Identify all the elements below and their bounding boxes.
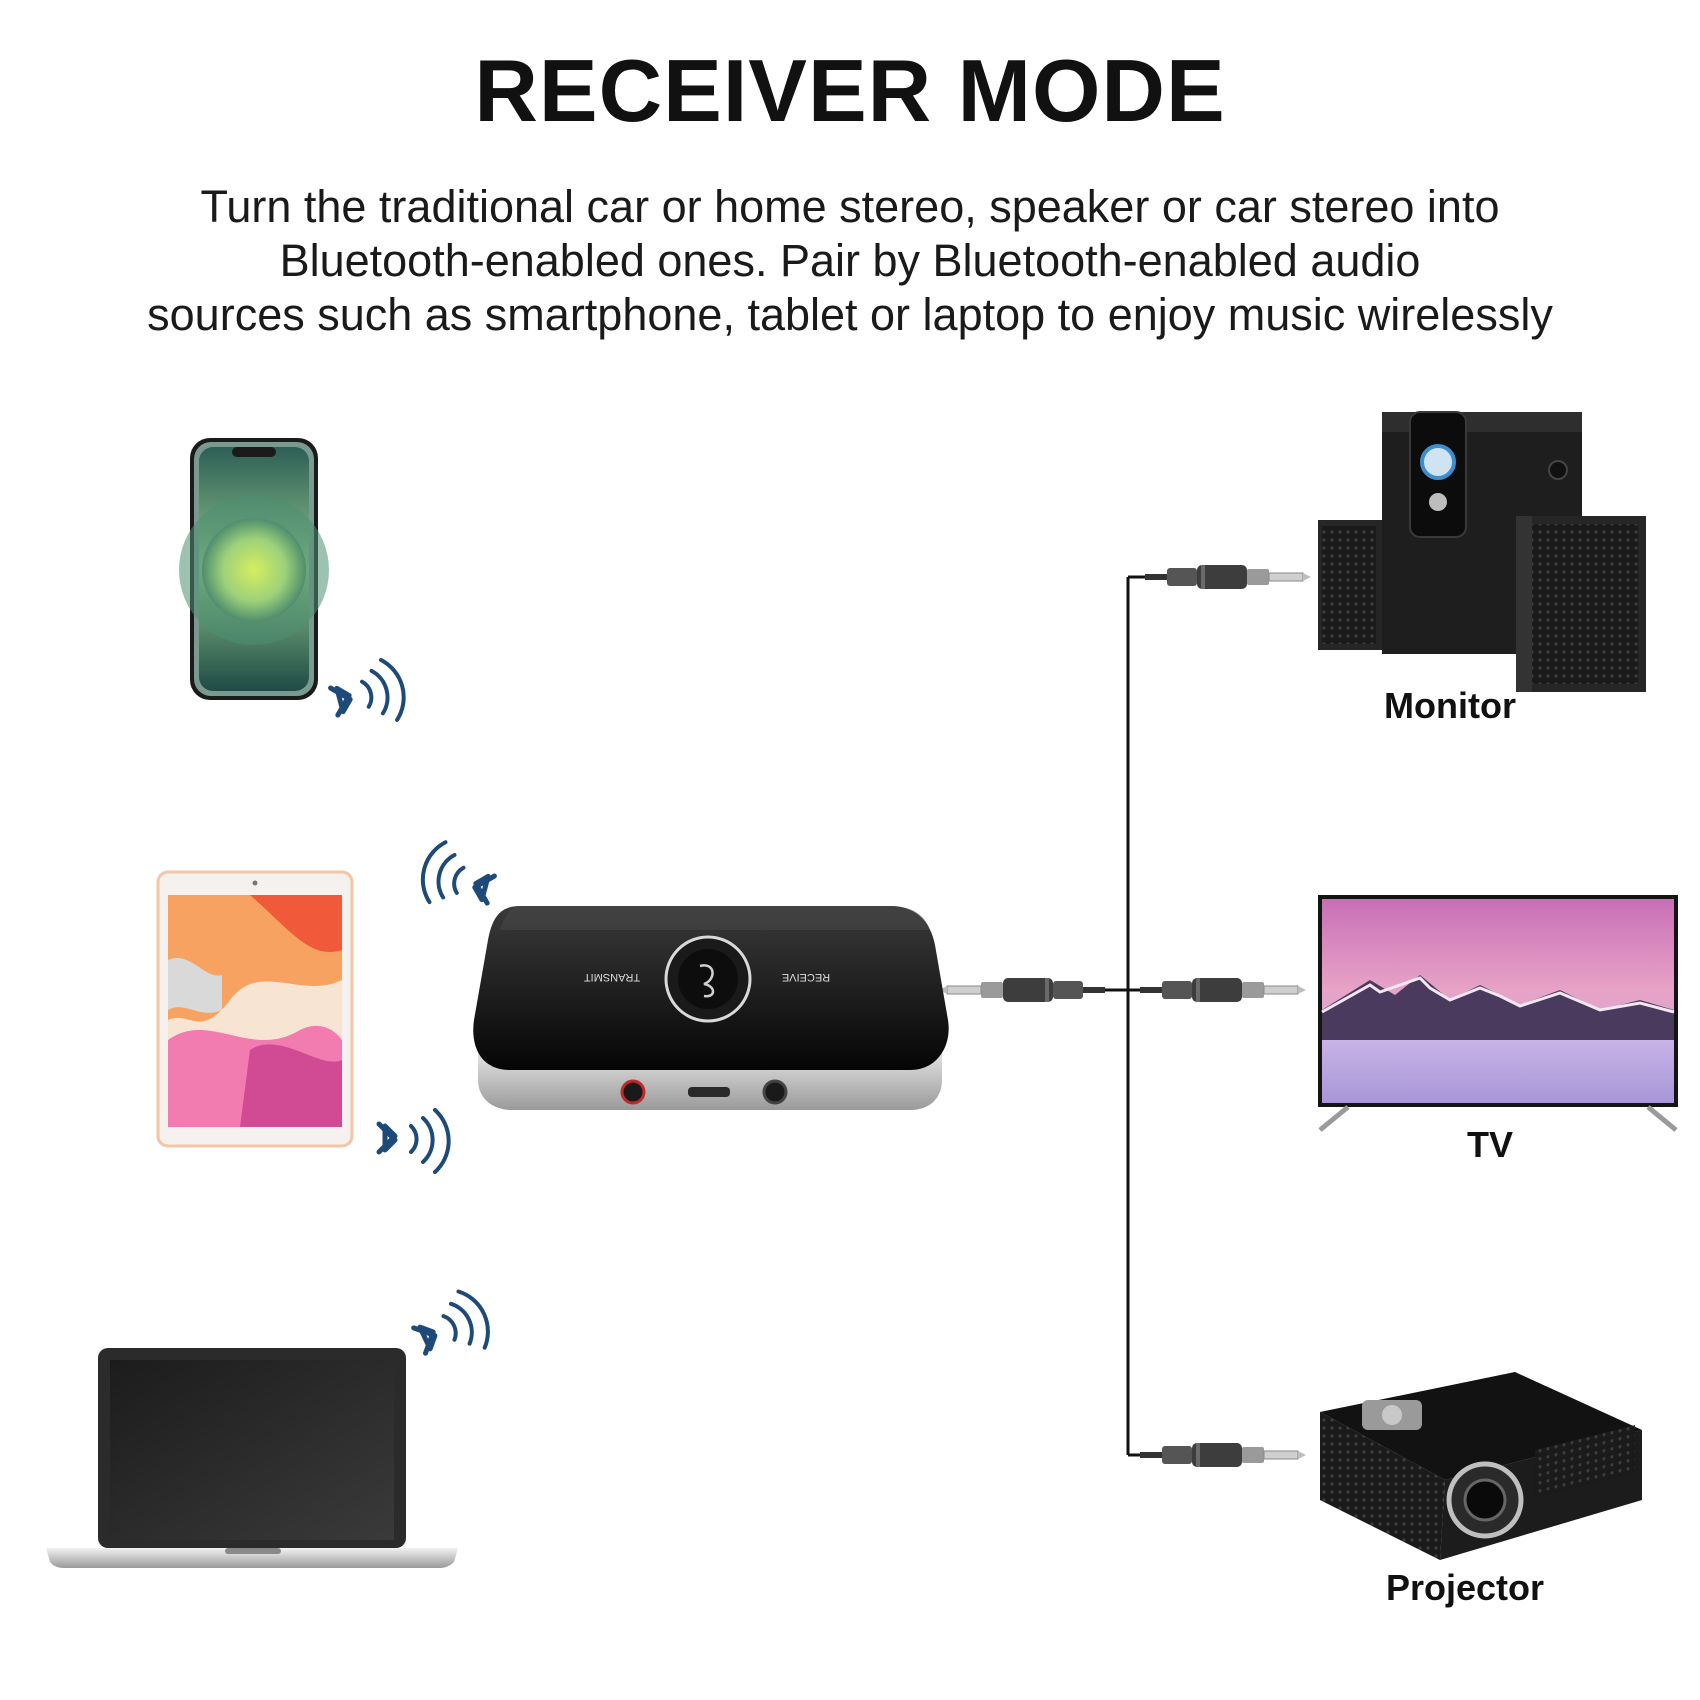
audio-plug-icon — [1139, 1442, 1307, 1468]
bluetooth-receiver-device: TRANSMIT RECEIVE — [473, 906, 949, 1110]
speaker-icon — [1318, 411, 1646, 692]
tv-icon — [1318, 895, 1678, 1132]
label-tv: TV — [1467, 1124, 1513, 1165]
receive-label: RECEIVE — [782, 971, 830, 983]
projector-icon — [1320, 1372, 1642, 1560]
tablet-icon — [156, 870, 354, 1148]
laptop-icon — [46, 1348, 458, 1568]
transmit-label: TRANSMIT — [584, 971, 641, 983]
page-title: RECEIVER MODE — [474, 41, 1226, 140]
audio-plug-icon — [1139, 977, 1307, 1003]
description-line-1: Turn the traditional car or home stereo,… — [200, 181, 1500, 232]
label-projector: Projector — [1386, 1567, 1544, 1608]
bluetooth-icon — [420, 840, 499, 917]
audio-plug-icon — [1144, 564, 1312, 590]
audio-plug-icon — [938, 977, 1106, 1003]
description-line-3: sources such as smartphone, tablet or la… — [147, 289, 1553, 340]
description: Turn the traditional car or home stereo,… — [40, 180, 1660, 342]
description-line-2: Bluetooth-enabled ones. Pair by Bluetoot… — [279, 235, 1421, 286]
label-monitor: Monitor — [1384, 685, 1516, 726]
bluetooth-icon — [327, 658, 406, 722]
bluetooth-icon — [408, 1289, 490, 1372]
phone-icon — [179, 438, 329, 700]
audio-cables — [1100, 575, 1160, 1457]
bluetooth-icon — [379, 1108, 451, 1174]
